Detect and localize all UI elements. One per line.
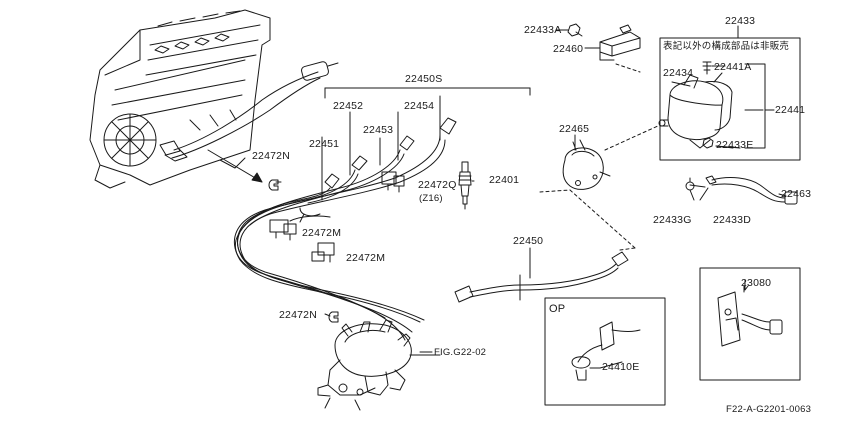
clip-22472M-lower (311, 242, 335, 263)
coil-lead-22450 (454, 251, 629, 303)
label-22451: 22451 (309, 138, 340, 150)
label-22433G: 22433G (653, 214, 692, 226)
label-22433: 22433 (725, 15, 756, 27)
label-op: OP (549, 303, 566, 315)
ignition-coil (658, 74, 733, 149)
label-22452: 22452 (333, 100, 364, 112)
label-22454: 22454 (404, 100, 435, 112)
nut-22433E (702, 137, 714, 149)
clip-22472N-upper (268, 179, 279, 191)
spark-plug (458, 161, 472, 210)
solenoid-22460 (587, 24, 641, 61)
kit-bracket-lines (321, 87, 531, 201)
misc-leaders (275, 81, 787, 369)
note-not-sold-separately: 表記以外の構成部品は非販売 (663, 41, 790, 52)
label-22472Q-z16: (Z16) (419, 193, 443, 204)
label-22450: 22450 (513, 235, 544, 247)
distributor-cap (562, 134, 611, 190)
label-23080: 23080 (741, 277, 772, 289)
label-22433A: 22433A (524, 24, 562, 36)
engine-illustration (89, 9, 339, 189)
clip-22472M-upper (269, 219, 297, 241)
label-22472N-bottom: 22472N (279, 309, 317, 321)
label-fig-ref: FIG.G22-02 (434, 347, 487, 358)
sensor-box (699, 267, 801, 381)
label-22441: 22441 (775, 104, 806, 116)
coil-assembly-box (659, 25, 801, 161)
label-22460: 22460 (553, 43, 584, 55)
engine-pointer-arrow (207, 149, 263, 183)
label-22433D: 22433D (713, 214, 751, 226)
option-box (544, 297, 666, 406)
clip-22472N-lower (328, 311, 339, 323)
label-22472Q: 22472Q (418, 179, 457, 191)
label-22433E: 22433E (716, 139, 754, 151)
label-22465: 22465 (559, 123, 590, 135)
bolt-22433A (567, 23, 583, 37)
screw-22441A (702, 61, 712, 75)
drawing-code: F22-A-G2201-0063 (726, 404, 812, 415)
label-24410E: 24410E (602, 361, 640, 373)
label-22472M-lower: 22472M (346, 252, 386, 264)
bracket-22441 (711, 63, 775, 149)
label-22472N-top: 22472N (252, 150, 290, 162)
plug-wire-bundle (233, 117, 457, 341)
label-22434: 22434 (663, 67, 694, 79)
label-22472M-upper: 22472M (302, 227, 342, 239)
clip-22472Q (381, 171, 405, 193)
label-22463: 22463 (781, 188, 812, 200)
label-22441A: 22441A (714, 61, 752, 73)
label-22453: 22453 (363, 124, 394, 136)
distributor (317, 319, 441, 411)
label-22450S: 22450S (405, 73, 443, 85)
label-22401: 22401 (489, 174, 520, 186)
dashed-leaders (529, 63, 661, 251)
